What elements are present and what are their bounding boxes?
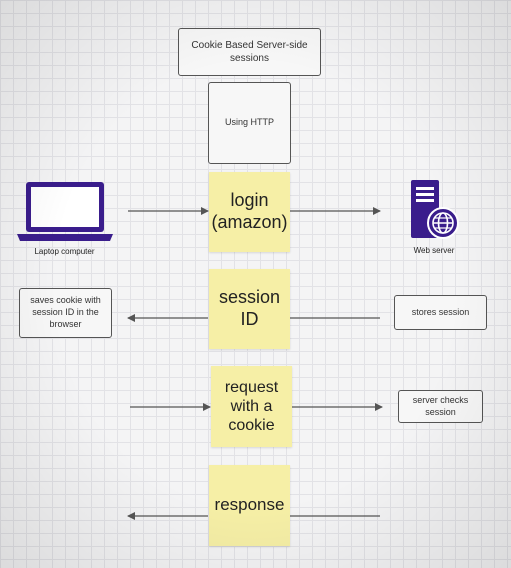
diagram-title: Cookie Based Server-side sessions: [178, 28, 321, 76]
sticky-login: login (amazon): [209, 172, 290, 252]
web-server-icon: [411, 180, 459, 239]
web-server-label: Web server: [413, 246, 455, 255]
server-check-text: server checks session: [412, 394, 469, 417]
client-note-text: saves cookie with session ID in the brow…: [30, 295, 101, 329]
sticky-response-text: response: [214, 495, 285, 515]
server-store-box: stores session: [394, 295, 487, 330]
client-note-box: saves cookie with session ID in the brow…: [19, 288, 112, 338]
sticky-session-id: session ID: [209, 269, 290, 349]
server-store-text: stores session: [411, 306, 470, 317]
sticky-request: request with a cookie: [211, 366, 292, 447]
laptop-icon: [17, 182, 113, 241]
sticky-response: response: [209, 465, 290, 546]
diagram-title-text: Cookie Based Server-side sessions: [191, 40, 308, 64]
laptop-label: Laptop computer: [34, 247, 95, 256]
protocol-text: Using HTTP: [224, 117, 274, 128]
sticky-login-text: login (amazon): [211, 190, 288, 232]
sticky-session-id-text: session ID: [218, 287, 281, 329]
server-check-box: server checks session: [398, 390, 483, 423]
protocol-box: Using HTTP: [208, 82, 291, 164]
sticky-request-text: request with a cookie: [224, 378, 279, 435]
